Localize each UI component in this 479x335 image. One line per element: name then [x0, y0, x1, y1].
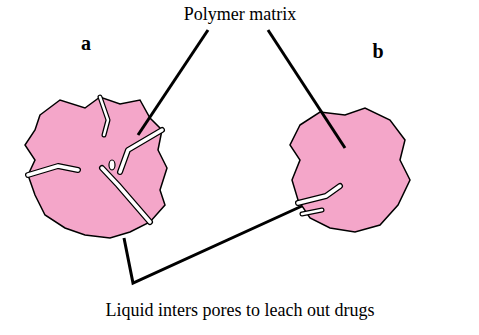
polymer-matrix-b	[290, 108, 410, 232]
leader-lines	[124, 30, 345, 283]
callout-letter: b	[372, 40, 383, 63]
note-label: Liquid inters pores to leach out drugs	[106, 300, 375, 321]
polymer-matrix-a	[25, 97, 167, 238]
part-label: Polymer matrix	[184, 4, 296, 25]
pores-b	[298, 186, 340, 214]
callout-letter: a	[81, 32, 91, 55]
pores-a	[28, 97, 162, 222]
